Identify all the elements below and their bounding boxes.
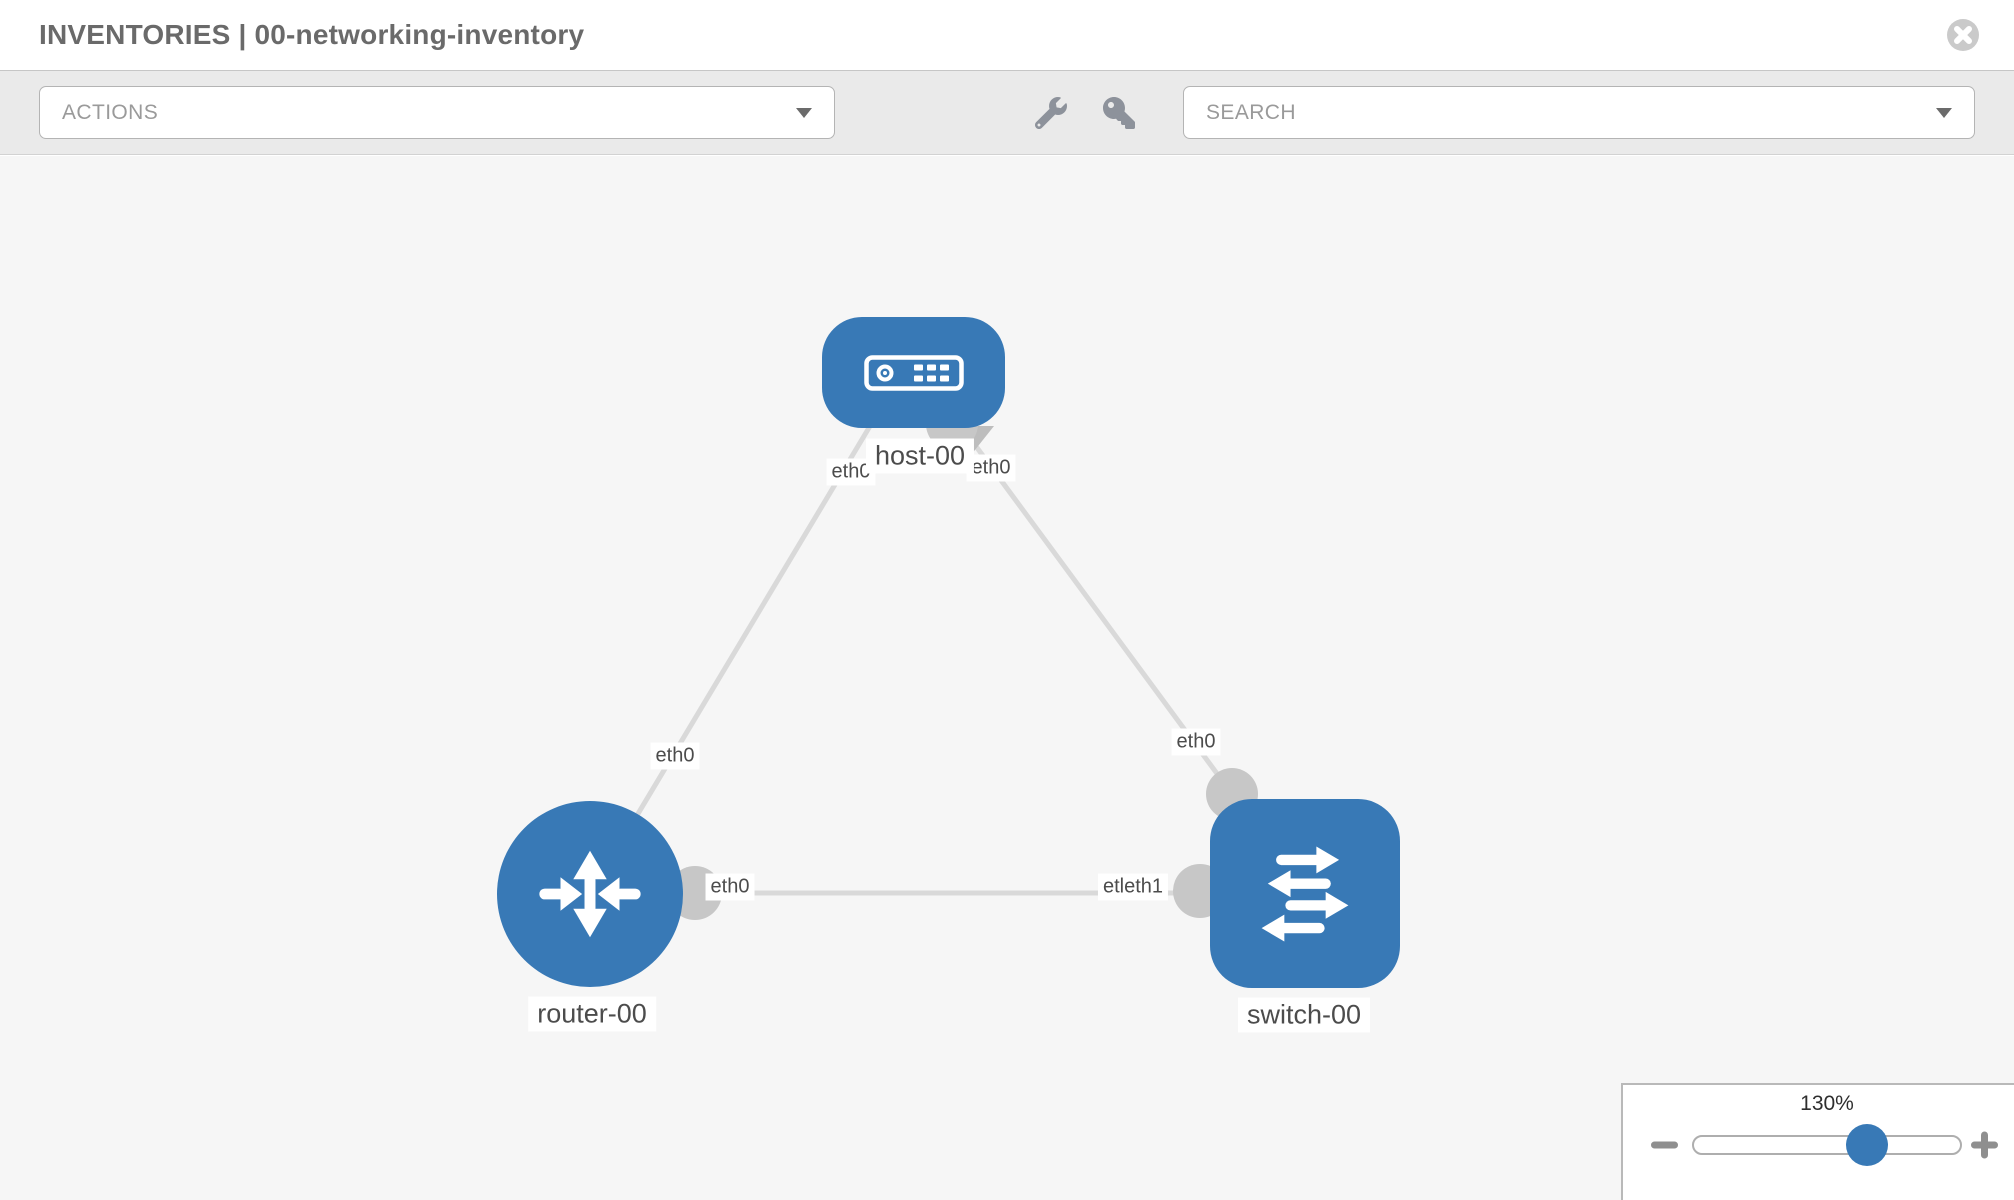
zoom-level: 130%	[1800, 1092, 1854, 1115]
page-title: INVENTORIES | 00-networking-inventory	[39, 19, 585, 50]
zoom-control-panel: 130%	[1621, 1083, 2014, 1200]
port-label-host-right: eth0	[966, 454, 1016, 482]
port-label-router-switch-right: etleth1	[1097, 873, 1169, 901]
wrench-icon	[1034, 96, 1067, 129]
caret-down-icon	[796, 107, 812, 118]
page-header: INVENTORIES | 00-networking-inventory	[0, 0, 2014, 70]
topology-links-layer	[587, 398, 1258, 920]
zoom-in-button[interactable]	[1970, 1131, 2000, 1159]
port-label-router-host-link: eth0	[650, 742, 700, 770]
port-label-router-switch-left: eth0	[705, 873, 755, 901]
host-icon	[863, 354, 964, 391]
switch-icon	[1261, 845, 1349, 942]
key-icon	[1103, 96, 1135, 129]
plus-icon	[1971, 1131, 1998, 1159]
node-router-00[interactable]	[497, 801, 683, 987]
router-icon	[539, 850, 641, 938]
actions-dropdown-label: ACTIONS	[62, 100, 159, 124]
wrench-button[interactable]	[1034, 96, 1067, 129]
key-button[interactable]	[1103, 96, 1135, 129]
search-dropdown-label: SEARCH	[1206, 100, 1296, 124]
port-label-host-switch-link: eth0	[1171, 728, 1221, 756]
search-dropdown[interactable]: SEARCH	[1183, 86, 1975, 139]
x-circle-icon	[1947, 19, 1979, 51]
node-label-host-00: host-00	[865, 438, 975, 474]
node-host-00[interactable]	[822, 317, 1005, 428]
topology-canvas[interactable]: eth0 eth0 eth0 eth0 eth0 etleth1 host-00…	[0, 156, 2014, 1200]
minus-icon	[1651, 1141, 1678, 1149]
caret-down-icon	[1936, 107, 1952, 118]
close-button[interactable]	[1946, 18, 1980, 52]
zoom-slider-track[interactable]	[1692, 1124, 1962, 1166]
actions-dropdown[interactable]: ACTIONS	[39, 86, 835, 139]
node-label-router-00: router-00	[528, 996, 656, 1032]
zoom-out-button[interactable]	[1650, 1131, 1680, 1159]
zoom-slider-handle[interactable]	[1846, 1124, 1888, 1166]
node-label-switch-00: switch-00	[1237, 997, 1371, 1033]
node-switch-00[interactable]	[1210, 799, 1400, 988]
toolbar: ACTIONS SEARCH	[0, 70, 2014, 155]
